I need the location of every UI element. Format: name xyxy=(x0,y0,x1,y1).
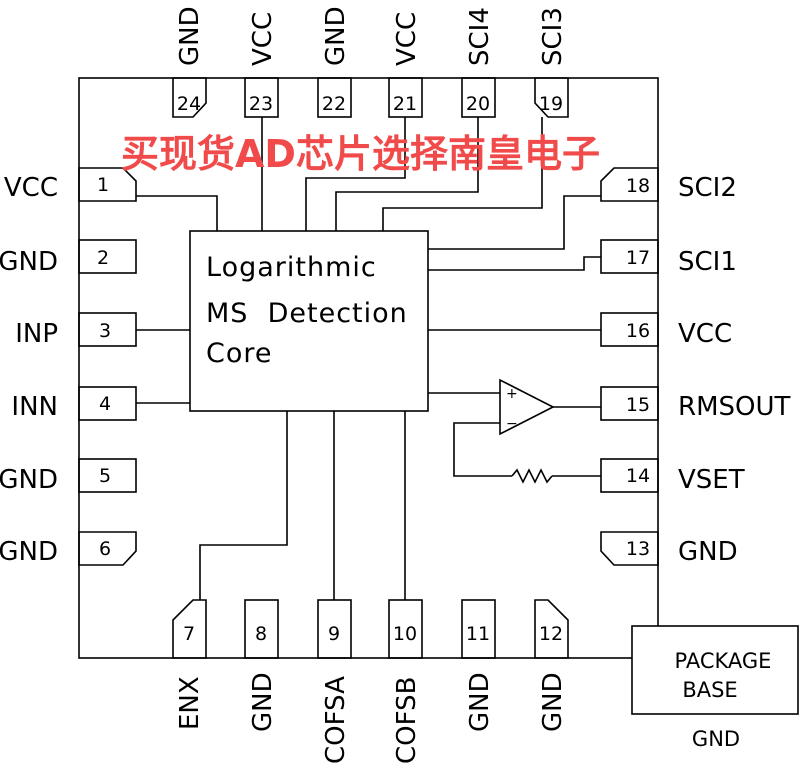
pin-14-name: VSET xyxy=(678,465,745,495)
pin-17-number: 17 xyxy=(626,247,650,269)
pin-22-number: 22 xyxy=(322,93,346,115)
wire-feedback xyxy=(453,422,512,477)
pin-13-pad xyxy=(600,531,659,566)
pin-11-pad xyxy=(461,599,496,659)
core-title-line2: MS Detection xyxy=(206,298,408,329)
pin-15-name: RMSOUT xyxy=(678,392,790,422)
pin-11-number: 11 xyxy=(466,623,490,645)
pin-24-pad xyxy=(172,77,207,118)
wire-pin19 xyxy=(382,117,543,231)
pin-23-name: VCC xyxy=(248,12,278,66)
pin-13-number: 13 xyxy=(626,538,650,560)
pin-9-name: COFSA xyxy=(321,676,351,764)
wire-pin7 xyxy=(199,411,288,600)
resistor xyxy=(511,468,553,484)
pin-2-pad xyxy=(78,239,137,274)
pin-15-number: 15 xyxy=(626,394,650,416)
pin-16-number: 16 xyxy=(626,320,650,342)
pin-3-name: INP xyxy=(15,319,58,349)
pin-1-name: VCC xyxy=(4,173,58,203)
pin-15-pad xyxy=(600,386,659,421)
opamp-minus: − xyxy=(506,416,518,432)
opamp-plus: + xyxy=(506,386,518,402)
pin-6-number: 6 xyxy=(99,538,111,560)
pin-6-pad xyxy=(78,531,137,566)
pin-18-pad xyxy=(600,167,659,202)
pin-2-name: GND xyxy=(0,247,58,277)
pin-1-number: 1 xyxy=(97,174,109,196)
package-base-gnd: GND xyxy=(692,727,740,751)
pin-5-number: 5 xyxy=(99,465,111,487)
pin-18-name: SCI2 xyxy=(678,173,737,203)
pin-10-number: 10 xyxy=(393,623,417,645)
wire-pin17 xyxy=(428,256,601,271)
opamp-symbol xyxy=(499,378,555,436)
pin-21-name: VCC xyxy=(392,12,422,66)
pin-8-name: GND xyxy=(248,672,278,732)
wire-pin18 xyxy=(428,195,601,250)
pin-20-name: SCI4 xyxy=(465,7,495,66)
pin-2-number: 2 xyxy=(97,247,109,269)
pin-18-number: 18 xyxy=(626,175,650,197)
pin-5-name: GND xyxy=(0,465,58,495)
pin-3-number: 3 xyxy=(99,320,111,342)
pin-22-pad xyxy=(317,77,352,118)
pin-16-name: VCC xyxy=(678,319,732,349)
pin-20-number: 20 xyxy=(466,93,490,115)
pin-23-number: 23 xyxy=(249,93,273,115)
pin-14-number: 14 xyxy=(626,465,650,487)
pin-19-pad xyxy=(534,77,569,118)
pin-5-pad xyxy=(78,458,137,493)
wire-pin21 xyxy=(305,117,406,231)
pin-8-number: 8 xyxy=(255,623,267,645)
pin-8-pad xyxy=(244,599,279,659)
pin-10-name: COFSB xyxy=(392,677,422,764)
core-title-line1: Logarithmic xyxy=(206,252,377,283)
pin-12-name: GND xyxy=(538,672,568,732)
pin-19-number: 19 xyxy=(539,93,563,115)
pin-21-number: 21 xyxy=(393,93,417,115)
wire-pin1 xyxy=(136,195,218,231)
package-body xyxy=(78,77,659,659)
pin-13-name: GND xyxy=(678,537,738,567)
pin-24-name: GND xyxy=(175,6,205,66)
pin-22-name: GND xyxy=(321,6,351,66)
pin-12-pad xyxy=(534,599,569,659)
pin-7-number: 7 xyxy=(183,623,195,645)
pin-7-name: ENX xyxy=(175,676,205,730)
pin-17-name: SCI1 xyxy=(678,247,737,277)
pin-19-name: SCI3 xyxy=(538,7,568,66)
pin-12-number: 12 xyxy=(539,623,563,645)
watermark-text: 买现货AD芯片选择南皇电子 xyxy=(121,132,600,176)
pin-4-name: INN xyxy=(11,392,58,422)
pin-1-pad xyxy=(78,167,137,202)
pin-11-name: GND xyxy=(465,672,495,732)
pin-9-number: 9 xyxy=(328,623,340,645)
package-base-line1: PACKAGE xyxy=(675,649,772,673)
pin-4-number: 4 xyxy=(99,393,111,415)
package-base-box xyxy=(631,625,799,715)
pin-6-name: GND xyxy=(0,537,58,567)
core-block xyxy=(189,230,429,412)
wire-pin20 xyxy=(335,117,479,231)
core-title-line3: Core xyxy=(206,338,273,369)
pin-24-number: 24 xyxy=(177,93,201,115)
package-base-line2: BASE xyxy=(682,678,737,702)
